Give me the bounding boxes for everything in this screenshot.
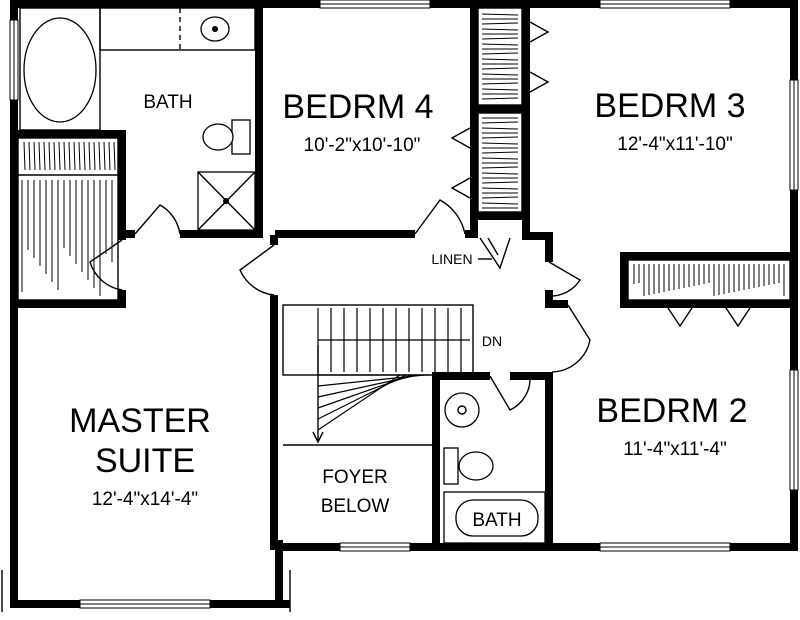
master-bath-label: BATH (143, 92, 192, 113)
bedroom2-size: 11'-4"x11'-4" (623, 439, 726, 460)
bedroom3-size: 12'-4"x11'-10" (617, 134, 732, 155)
hall-bath-fixtures (443, 392, 546, 544)
bedroom4-size: 10'-2"x10'-10" (304, 135, 421, 156)
stairs (282, 304, 474, 446)
doors (89, 199, 591, 411)
toilet (202, 123, 234, 151)
master-bath-fixtures (19, 7, 256, 231)
foyer-label-line1: FOYER (322, 467, 387, 488)
master-suite-name-line2: SUITE (95, 442, 195, 480)
bedroom2-name: BEDRM 2 (596, 392, 747, 430)
hall-bath-label: BATH (472, 510, 521, 531)
master-suite-size: 12'-4"x14'-4" (92, 489, 198, 510)
stairs-down-label: DN (482, 333, 502, 349)
base-detail (1, 570, 291, 612)
linen-label: LINEN (431, 251, 472, 267)
bedroom3-name: BEDRM 3 (594, 87, 745, 125)
hall-toilet (458, 451, 494, 481)
room-labels: BATH BEDRM 4 10'-2"x10'-10" BEDRM 3 12'-… (69, 87, 747, 531)
hall-sink (444, 392, 480, 428)
interior-walls (10, 0, 798, 550)
hall-tub (455, 499, 539, 537)
bedroom-closets (450, 7, 791, 328)
bathtub (23, 17, 97, 123)
bedroom4-name: BEDRM 4 (282, 88, 433, 126)
foyer-label-line2: BELOW (321, 496, 390, 517)
master-suite-name-line1: MASTER (69, 402, 211, 440)
master-closet (17, 137, 119, 301)
windows (9, 0, 799, 609)
